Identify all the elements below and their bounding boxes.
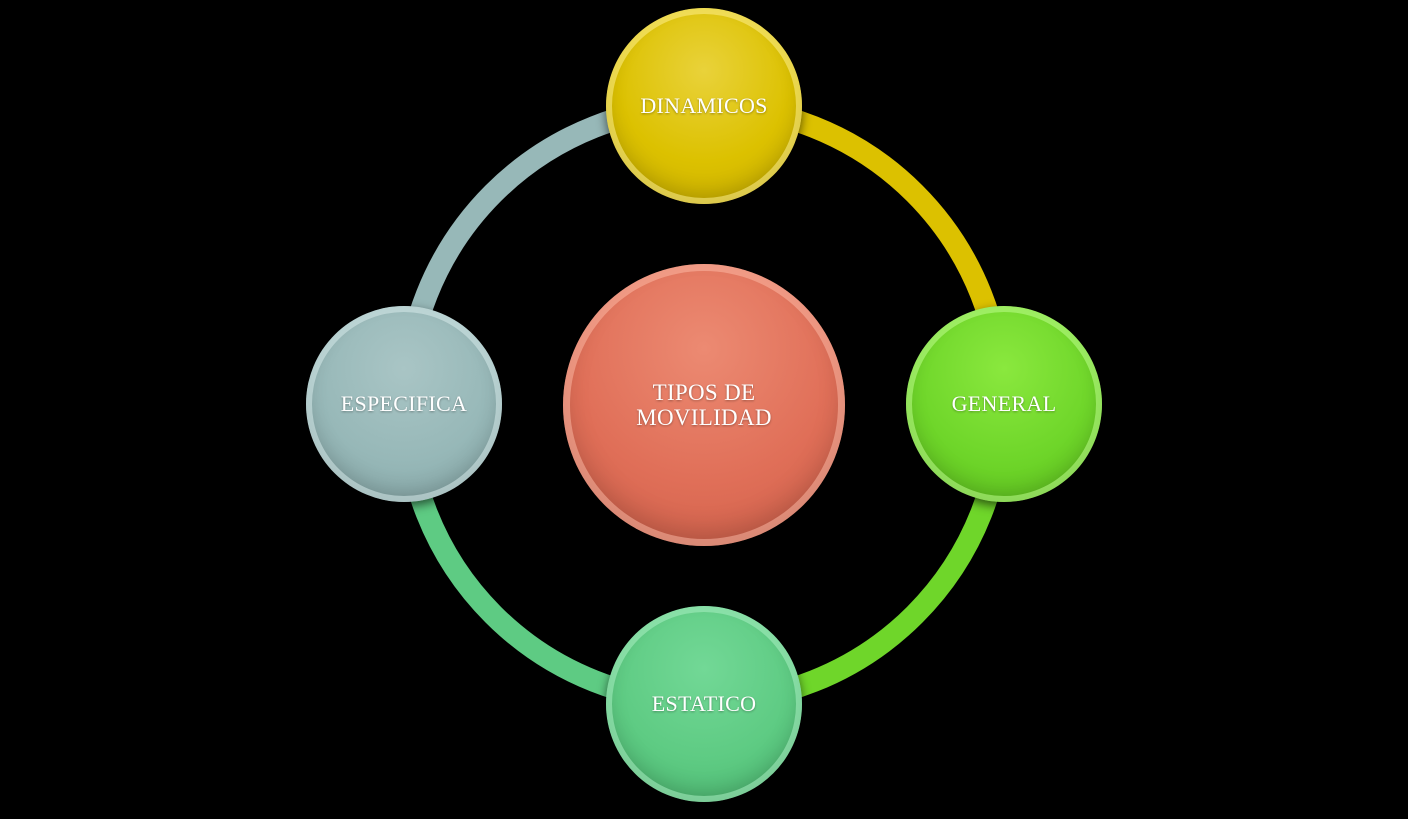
center-node-label: TIPOS DE MOVILIDAD xyxy=(636,379,772,430)
node-general: GENERAL xyxy=(906,306,1102,502)
node-especifica-label: ESPECIFICA xyxy=(340,391,468,417)
node-dinamicos-label: DINAMICOS xyxy=(640,93,768,119)
node-especifica: ESPECIFICA xyxy=(306,306,502,502)
center-node: TIPOS DE MOVILIDAD xyxy=(563,264,845,546)
node-estatico-label: ESTATICO xyxy=(651,691,757,717)
node-general-label: GENERAL xyxy=(951,391,1057,417)
node-estatico: ESTATICO xyxy=(606,606,802,802)
node-dinamicos: DINAMICOS xyxy=(606,8,802,204)
